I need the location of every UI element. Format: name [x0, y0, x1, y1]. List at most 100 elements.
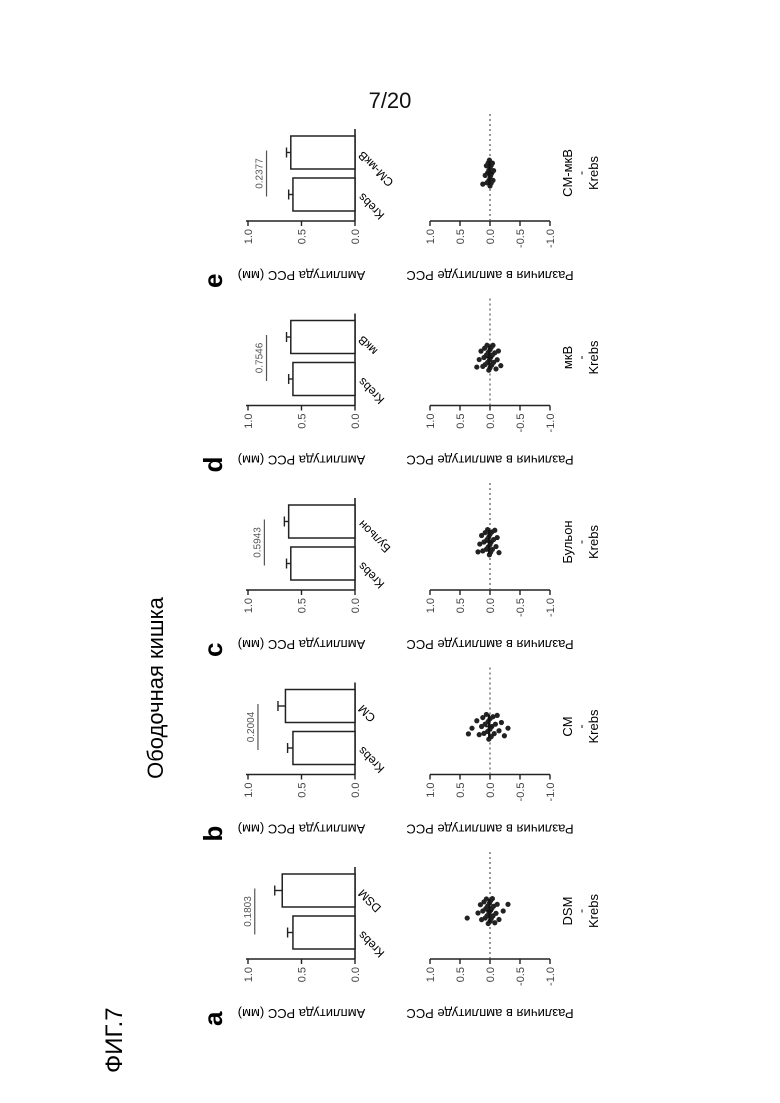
diff-x-label-2: Krebs — [586, 709, 601, 743]
diff-point — [474, 718, 479, 723]
bar — [293, 178, 355, 211]
panel-letter: d — [198, 457, 228, 473]
diff-point — [465, 915, 470, 920]
diff-y-tick-label: -0.5 — [515, 598, 527, 617]
diff-point — [492, 731, 497, 736]
panels: aАмплитуда РСС (мм)0.00.51.0KrebsDSM0.18… — [198, 111, 601, 1026]
p-value-label: 0.7546 — [255, 342, 266, 373]
bar-y-tick-label: 0.0 — [350, 783, 362, 798]
bar-category-label: Бульон — [355, 517, 393, 555]
panel-letter: c — [198, 643, 228, 657]
diff-point — [477, 357, 482, 362]
diff-point — [493, 544, 498, 549]
bar-category-label: мкВ — [355, 333, 380, 358]
bar-y-tick-label: 0.5 — [297, 967, 309, 982]
diff-y-tick-label: -0.5 — [515, 229, 527, 248]
bar-y-tick-label: 1.0 — [243, 783, 255, 798]
diff-y-tick-label: 1.0 — [425, 783, 437, 798]
diff-y-tick-label: 1.0 — [425, 229, 437, 244]
diff-point — [492, 920, 497, 925]
bar — [282, 874, 355, 907]
bar — [293, 732, 355, 765]
diff-point — [493, 722, 498, 727]
panel-c: c Амплитуда РСС (мм) 0.0 0.5 1.0 Krebs Бульон 0… — [198, 480, 601, 657]
diff-point — [495, 713, 500, 718]
diff-point — [496, 550, 501, 555]
diff-y-axis-label: Различия в амплитуде РСС — [406, 822, 573, 837]
diff-y-tick-label: 0.0 — [485, 967, 497, 982]
diff-point — [474, 364, 479, 369]
diff-x-label-2: Krebs — [586, 156, 601, 190]
diff-y-axis-label: Различия в амплитуде РСС — [406, 637, 573, 652]
bar — [293, 916, 355, 949]
panel-d: dАмплитуда РСС (мм)0.00.51.0KrebsмкВ0.75… — [198, 296, 601, 473]
bar-y-tick-label: 0.0 — [350, 229, 362, 244]
diff-x-label: CM — [560, 716, 575, 736]
diff-y-tick-label: -1.0 — [545, 229, 557, 248]
diff-x-label: DSM — [560, 897, 575, 926]
diff-y-tick-label: 0.0 — [485, 783, 497, 798]
bar — [285, 690, 355, 723]
diff-x-label: мкВ — [560, 346, 575, 369]
bar-y-tick-label: 0.0 — [350, 967, 362, 982]
diff-y-tick-label: 0.5 — [455, 414, 467, 429]
diff-y-axis-label: Различия в амплитуде РСС — [406, 453, 573, 468]
bar-y-tick-label: 0.5 — [297, 783, 309, 798]
diff-point — [505, 902, 510, 907]
bar-y-axis-label: Амплитуда РСС (мм) — [238, 1006, 366, 1021]
bar-category-label: CM — [355, 702, 378, 725]
diff-point — [469, 726, 474, 731]
section-title: Ободочная кишка — [143, 596, 168, 779]
bar-category-label: Krebs — [355, 928, 387, 960]
bar — [291, 321, 355, 354]
bar-y-axis-label: Амплитуда РСС (мм) — [238, 453, 366, 468]
bar — [291, 136, 355, 169]
diff-point — [490, 896, 495, 901]
bar-y-axis-label: Амплитуда РСС (мм) — [238, 637, 366, 652]
diff-point — [499, 720, 504, 725]
p-value-label: 0.2377 — [255, 158, 266, 189]
bar-y-tick-label: 1.0 — [243, 229, 255, 244]
bar-y-axis-label: Амплитуда РСС (мм) — [238, 268, 366, 283]
bar-category-label: CM-мкВ — [355, 148, 396, 189]
p-value-label: 0.2004 — [246, 711, 257, 742]
panel-letter: e — [198, 274, 228, 288]
diff-x-label-2: Krebs — [586, 894, 601, 928]
diff-y-tick-label: 1.0 — [425, 414, 437, 429]
bar — [293, 363, 355, 396]
diff-point — [475, 549, 480, 554]
bar-y-tick-label: 1.0 — [243, 967, 255, 982]
diff-x-label-2: Krebs — [586, 525, 601, 559]
bar-category-label: DSM — [355, 886, 384, 915]
p-value-label: 0.1803 — [243, 896, 254, 927]
bar — [291, 547, 355, 580]
diff-x-label-2: Krebs — [586, 340, 601, 374]
bar-y-tick-label: 0.0 — [350, 598, 362, 613]
diff-point — [502, 733, 507, 738]
diff-point — [492, 528, 497, 533]
diff-y-tick-label: -1.0 — [545, 783, 557, 802]
diff-point — [505, 726, 510, 731]
diff-point — [475, 910, 480, 915]
bar-y-tick-label: 0.5 — [297, 598, 309, 613]
diff-y-tick-label: 1.0 — [425, 598, 437, 613]
p-value-label: 0.5943 — [252, 527, 263, 558]
bar-category-label: Krebs — [355, 190, 387, 222]
diff-point — [495, 357, 500, 362]
diff-point — [495, 535, 500, 540]
diff-point — [496, 348, 501, 353]
diff-point — [490, 160, 495, 165]
diff-y-tick-label: -0.5 — [515, 967, 527, 986]
diff-y-tick-label: 0.5 — [455, 598, 467, 613]
diff-y-axis-label: Различия в амплитуде РСС — [406, 1006, 573, 1021]
diff-y-tick-label: 1.0 — [425, 967, 437, 982]
diff-y-tick-label: 0.5 — [455, 229, 467, 244]
diff-point — [490, 178, 495, 183]
diff-y-tick-label: 0.5 — [455, 967, 467, 982]
diff-point — [496, 917, 501, 922]
panel-letter: b — [198, 826, 228, 842]
bar-y-tick-label: 1.0 — [243, 414, 255, 429]
diff-point — [495, 902, 500, 907]
diff-y-tick-label: -1.0 — [545, 414, 557, 433]
